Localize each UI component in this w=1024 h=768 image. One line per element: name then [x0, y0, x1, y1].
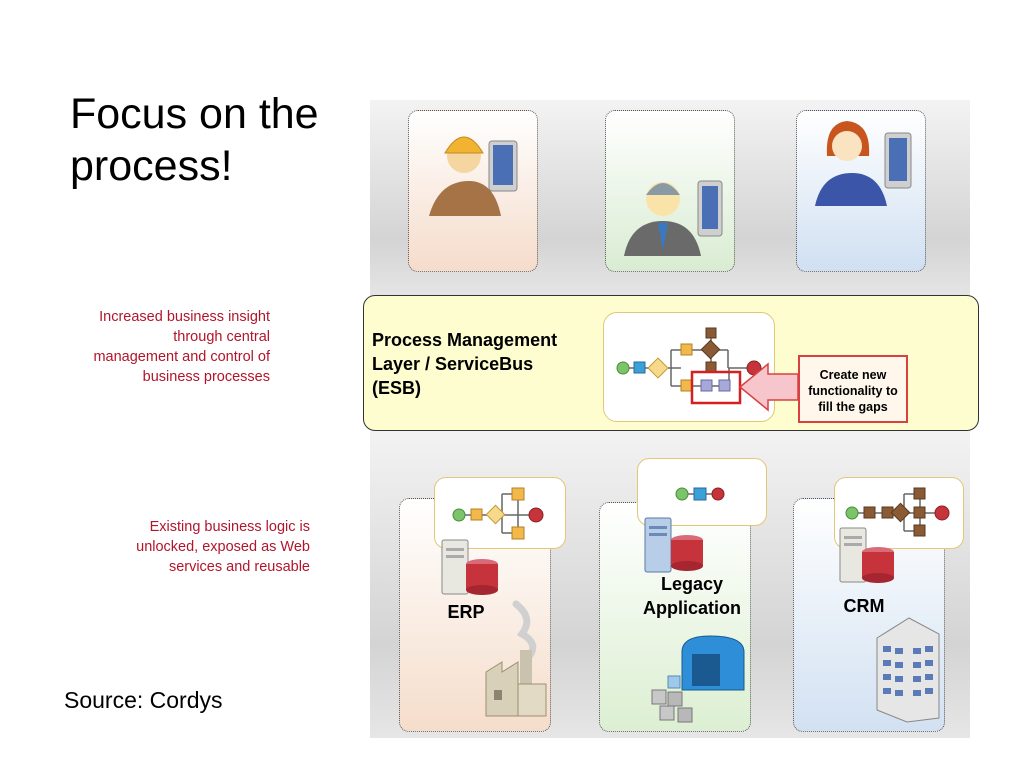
callout-arrow-icon [738, 362, 799, 412]
create-functionality-callout: Create new functionality to fill the gap… [798, 355, 908, 423]
worker-user-icon [429, 136, 518, 216]
user-card-manager [605, 110, 735, 272]
office-building-icon [876, 617, 940, 723]
erp-server-database-icon [441, 539, 498, 595]
slide-title: Focus on the process! [70, 90, 319, 190]
user-card-woman [796, 110, 926, 272]
legacy-label: Legacy Application [643, 574, 741, 618]
process-flow-diagram [616, 327, 762, 405]
manager-user-icon [624, 180, 723, 256]
woman-user-icon [815, 121, 912, 206]
legacy-server-database-icon [644, 517, 703, 573]
insight-note: Increased business insight through centr… [93, 309, 270, 385]
erp-flow-diagram [452, 487, 544, 540]
unlocked-note: Existing business logic is unlocked, exp… [136, 519, 310, 575]
source-caption: Source: Cordys [64, 687, 223, 713]
crm-flow-diagram [845, 487, 950, 537]
crm-label: CRM [843, 596, 885, 616]
user-card-worker [408, 110, 538, 272]
legacy-machine-icon [651, 635, 745, 723]
process-flow-card [603, 312, 775, 422]
process-layer-label: Process Management Layer / ServiceBus (E… [372, 330, 558, 398]
factory-icon [485, 600, 547, 717]
legacy-flow-diagram [675, 487, 725, 501]
crm-server-database-icon [839, 527, 894, 583]
erp-label: ERP [447, 602, 485, 622]
